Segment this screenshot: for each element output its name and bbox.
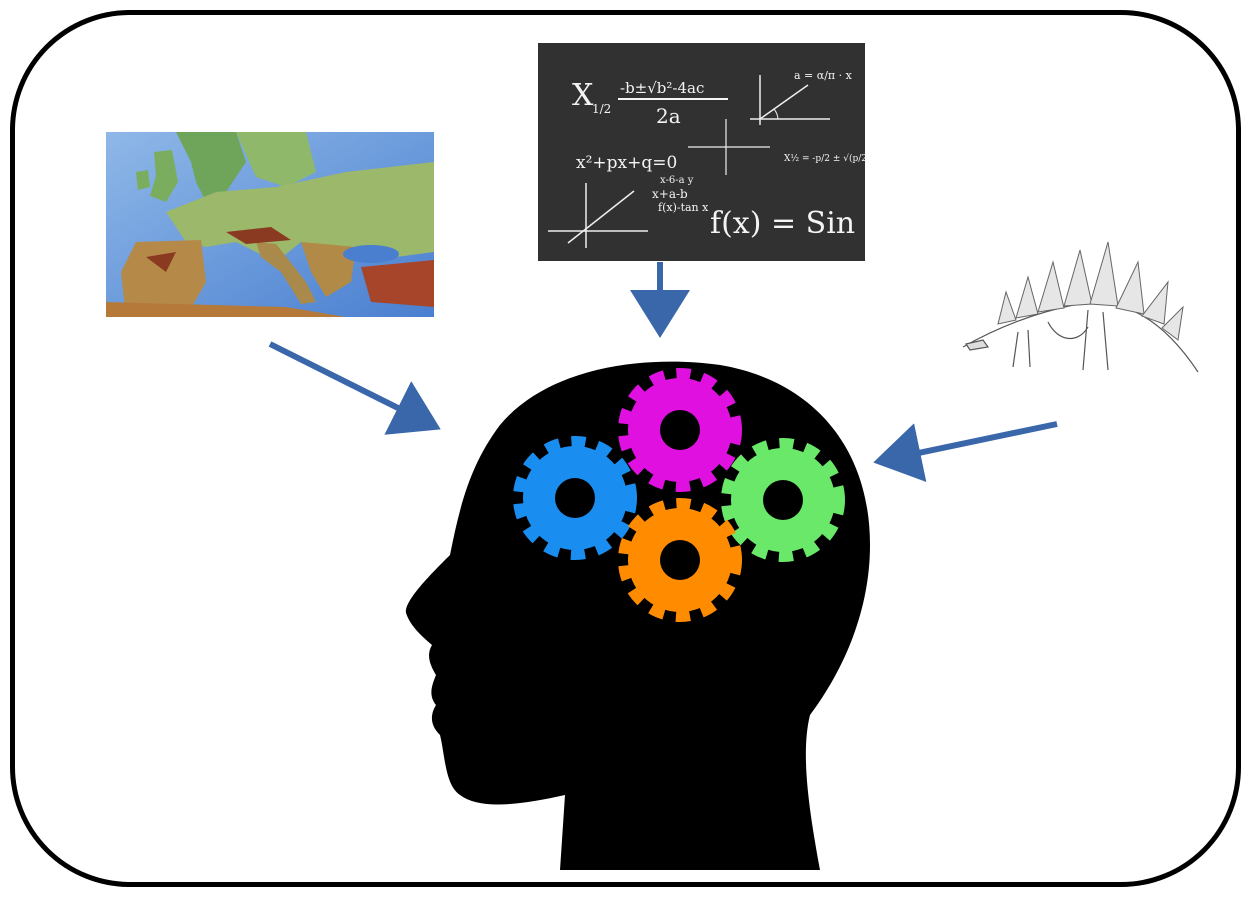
quadratic-denominator-text: 2a (656, 104, 681, 128)
arrow-dino-to-head (873, 421, 1058, 482)
gear-blue-icon (523, 446, 627, 550)
quadratic-sub-text: 1/2 (592, 102, 611, 116)
gear-green-icon (731, 448, 835, 552)
quadratic-numerator-text: -b±√b²-4ac (620, 79, 704, 97)
small-formula-1: x-6-a y (660, 175, 694, 186)
pq-formula-text: x²+px+q=0 (576, 153, 677, 173)
chalkboard-math-image: X 1/2 -b±√b²-4ac 2a x²+px+q=0 x-6-a y x+… (538, 43, 865, 261)
gear-orange-icon (628, 508, 732, 612)
gear-magenta-icon (628, 378, 732, 482)
europe-map-image (106, 132, 434, 317)
mid-right-formula: X½ = -p/2 ± √(p/2)²-q (784, 153, 865, 164)
quadratic-x-text: X (572, 78, 594, 113)
small-formula-2: x+a-b (652, 187, 688, 201)
head-with-gears-image (400, 355, 875, 875)
arrow-map-to-head (268, 341, 441, 435)
stegosaurus-skeleton-image (958, 232, 1203, 382)
top-right-formula: a = α/π · x (794, 69, 853, 82)
big-formula-text: f(x) = Sin x (710, 206, 865, 241)
small-formula-3: f(x)-tan x (658, 201, 709, 214)
